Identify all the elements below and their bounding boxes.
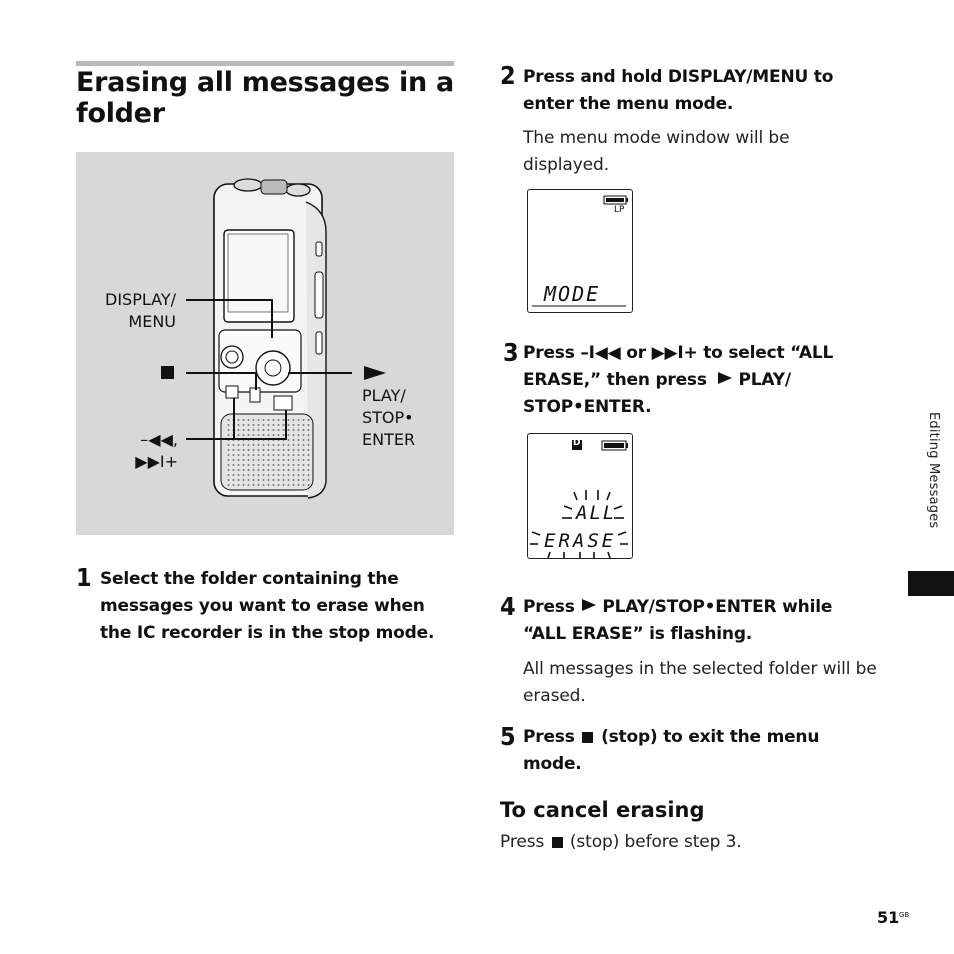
prev-next-label: –◀◀, ▶▶I+ xyxy=(135,430,178,471)
cancel-heading: To cancel erasing xyxy=(500,798,705,822)
page-suffix: GB xyxy=(899,911,910,919)
step-3-number: 3 xyxy=(503,338,519,367)
lcd-mode-text: MODE xyxy=(544,282,601,306)
side-section-tab xyxy=(908,571,954,596)
lcd-folder-badge: D xyxy=(573,438,581,448)
lcd-lp-badge: LP xyxy=(614,205,625,215)
step-3-text-b: PLAY/ STOP•ENTER. xyxy=(523,370,791,417)
lcd-erase-text: ERASE xyxy=(544,530,617,552)
step-3-text-a: Press –I◀◀ or ▶▶I+ to select “ALL ERASE,… xyxy=(523,343,834,390)
play-icon xyxy=(364,366,386,380)
lcd-all-text: ALL xyxy=(576,502,617,524)
step-1-text: Select the folder containing the message… xyxy=(100,569,435,643)
play-icon-inline xyxy=(582,599,597,611)
page-number: 51 xyxy=(877,908,900,927)
lcd-all-erase: D ALL ERASE xyxy=(527,433,633,559)
speaker-grille xyxy=(220,413,314,491)
step-1-number: 1 xyxy=(76,563,92,592)
lcd-menu-mode: LP MODE xyxy=(527,189,633,313)
step-5-number: 5 xyxy=(500,722,516,751)
stop-icon-inline xyxy=(582,732,594,743)
step-5-text-a: Press xyxy=(523,727,581,747)
step-5-text: Press (stop) to exit the menu mode. xyxy=(523,724,853,778)
cancel-text: Press (stop) before step 3. xyxy=(500,829,860,856)
play-stop-enter-label: PLAY/ STOP• ENTER xyxy=(362,386,416,449)
cancel-text-b: (stop) before step 3. xyxy=(569,832,742,852)
step-3-text: Press –I◀◀ or ▶▶I+ to select “ALL ERASE,… xyxy=(523,340,868,421)
step-4-text-a: Press xyxy=(523,597,581,617)
recorder-figure: DISPLAY/ MENU PLAY/ STOP• ENTER –◀◀, ▶▶I… xyxy=(76,152,454,535)
step-2-text: Press and hold DISPLAY/MENU to enter the… xyxy=(523,67,834,114)
display-menu-label: DISPLAY/ MENU xyxy=(105,290,176,331)
section-title: Erasing all messages in a folder xyxy=(76,67,454,129)
side-section-label-text: Editing Messages xyxy=(926,412,941,529)
step-4-number: 4 xyxy=(500,592,516,621)
step-2-number: 2 xyxy=(500,61,516,90)
stop-icon xyxy=(161,366,174,379)
step-5-text-b: (stop) to exit the menu mode. xyxy=(523,727,820,774)
stop-icon-inline xyxy=(551,837,563,848)
step-2-note: The menu mode window will be displayed. xyxy=(523,128,790,175)
step-4-text-b: PLAY/STOP•ENTER while “ALL ERASE” is fla… xyxy=(523,597,833,644)
step-4-text: Press PLAY/STOP•ENTER while “ALL ERASE” … xyxy=(523,594,868,648)
play-icon-inline xyxy=(718,372,733,384)
ic-recorder-illustration xyxy=(161,178,386,499)
title-rule xyxy=(76,61,454,66)
cancel-text-a: Press xyxy=(500,832,550,852)
step-4-note: All messages in the selected folder will… xyxy=(523,659,877,706)
side-section-label: Editing Messages xyxy=(921,412,941,562)
